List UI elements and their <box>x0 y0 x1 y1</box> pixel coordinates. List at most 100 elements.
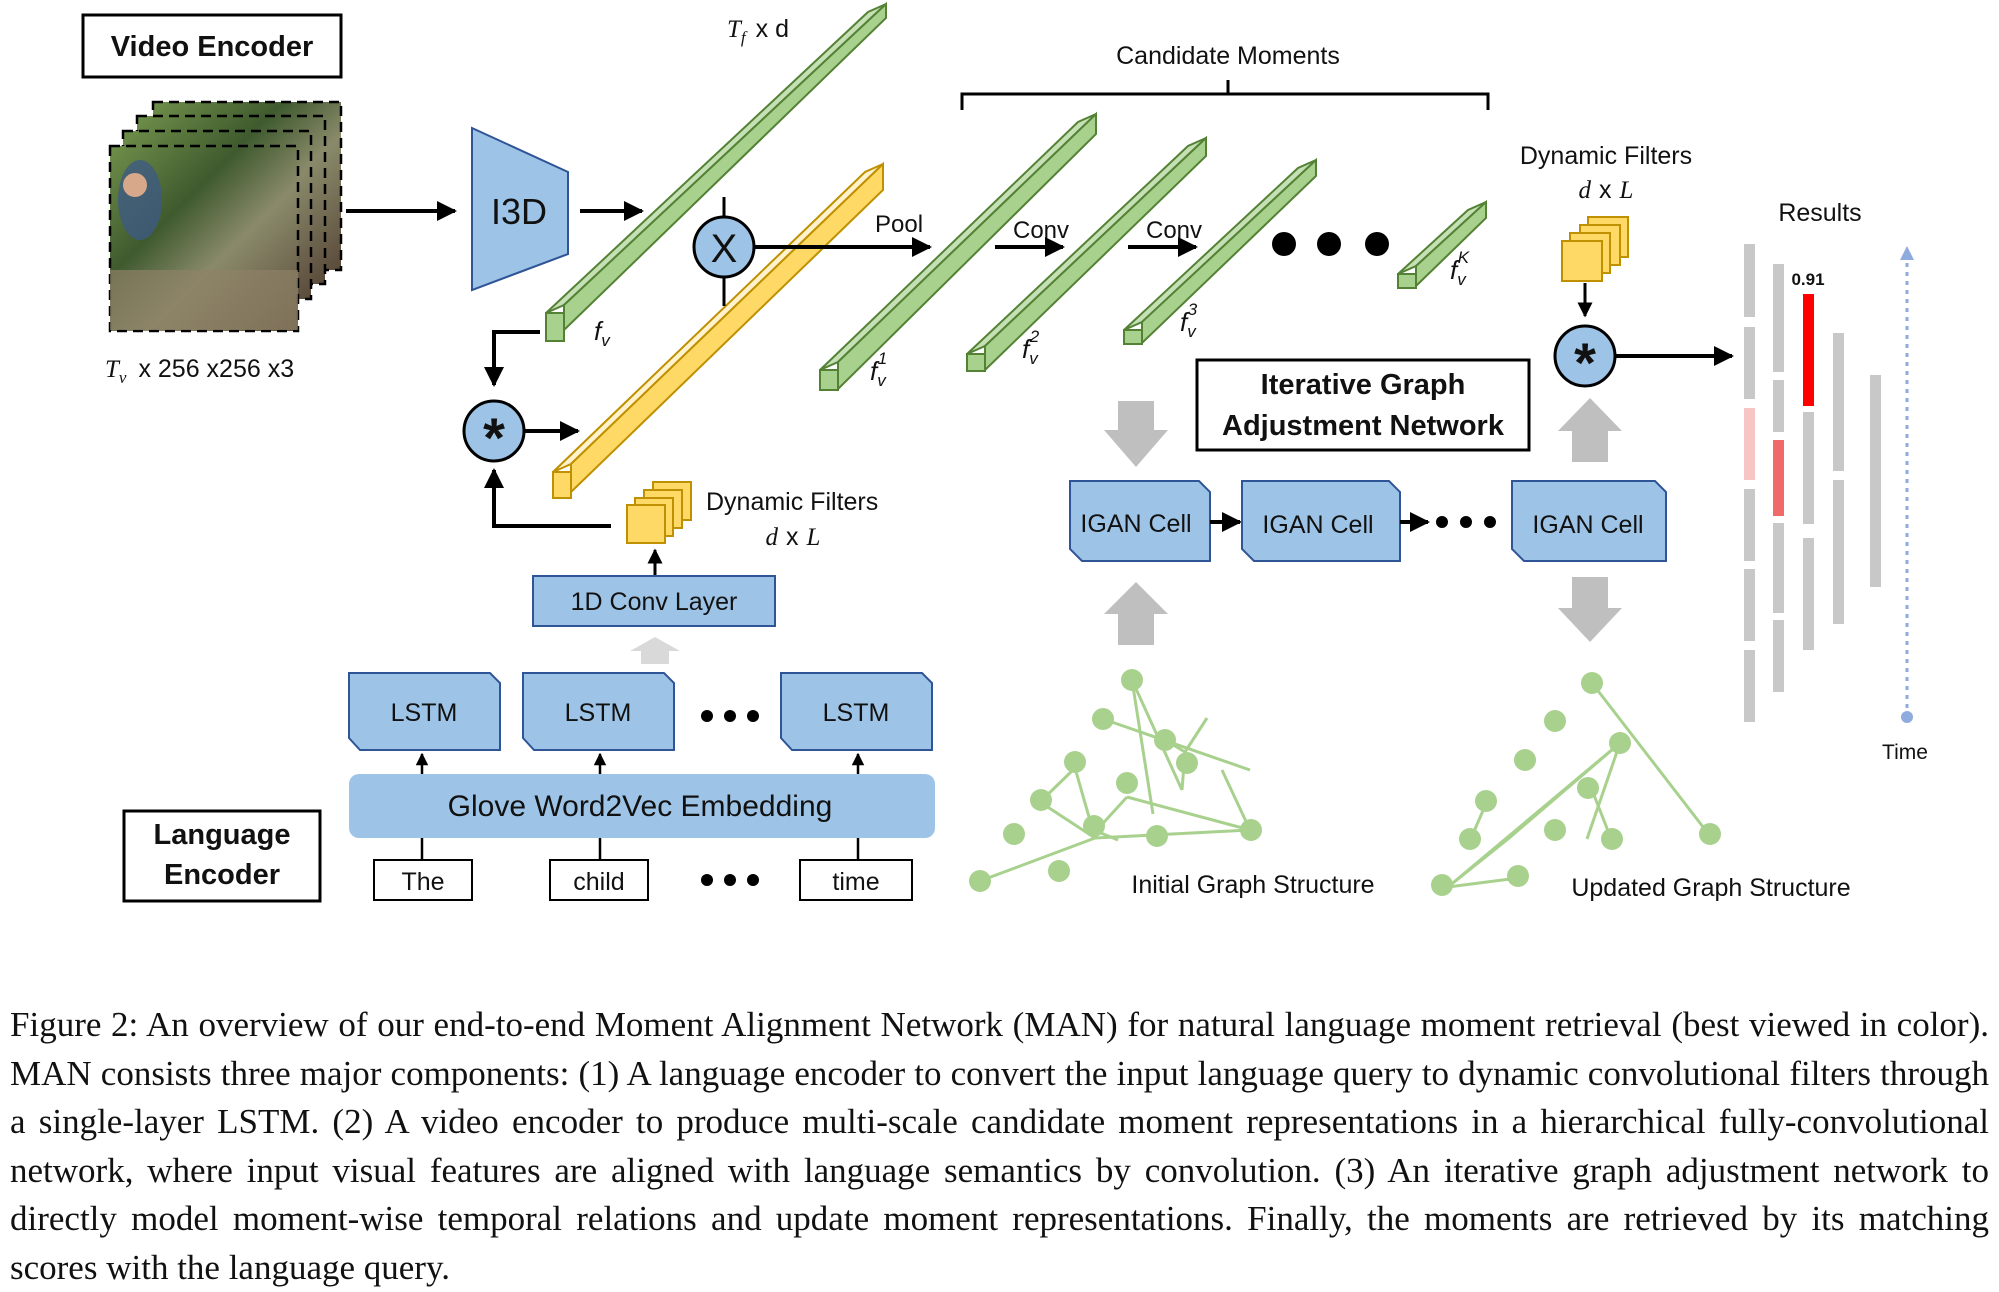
pool-label: Pool <box>875 211 923 238</box>
convolve-symbol-left: * <box>483 406 505 469</box>
input-dims-rest: x 256 x256 x3 <box>138 355 294 383</box>
svg-text:fv2: fv2 <box>1022 327 1040 368</box>
feature-dims-t-sub: f <box>741 28 748 47</box>
feature-dims-t: T <box>727 16 743 43</box>
fv-label: f <box>594 316 604 346</box>
fv-sub: v <box>601 331 611 350</box>
svg-text:fv: fv <box>594 316 611 350</box>
candidate-moments-label: Candidate Moments <box>1116 42 1340 70</box>
candidate-bar-2 <box>966 135 1207 373</box>
convolve-symbol-right: * <box>1574 331 1596 394</box>
video-feature-bar <box>545 1 887 342</box>
i3d-block: I3D <box>471 126 569 292</box>
result-bars <box>1744 244 1881 722</box>
video-frames-stack <box>108 100 343 333</box>
igan-cell-3: IGAN Cell <box>1511 480 1667 562</box>
svg-text:The: The <box>401 868 444 896</box>
svg-text:IGAN Cell: IGAN Cell <box>1532 511 1643 539</box>
embedding-label: Glove Word2Vec Embedding <box>448 790 833 823</box>
igan-title-box: Iterative Graph Adjustment Network <box>1195 358 1531 452</box>
result-bar-mid-red <box>1773 440 1784 516</box>
svg-text:dxL: dxL <box>1579 176 1634 204</box>
fv2-sup: 2 <box>1029 327 1040 346</box>
conv-layer-label: 1D Conv Layer <box>571 588 738 616</box>
lstm-cell-3: LSTM <box>780 672 933 751</box>
updated-graph-nodes <box>1431 672 1721 896</box>
ellipsis-dots-igan <box>1436 516 1496 528</box>
candidate-moments-brace <box>960 80 1490 110</box>
svg-text:fvK: fvK <box>1450 248 1470 289</box>
ellipsis-dots-lstm <box>701 710 759 722</box>
arrow-fv-to-convolve <box>484 330 540 387</box>
svg-text:LSTM: LSTM <box>391 699 458 727</box>
dynamic-filters-right <box>1561 216 1629 282</box>
multiply-symbol: X <box>711 227 738 271</box>
convolve-node-left: * <box>462 399 526 469</box>
candidate-bar-3 <box>1123 157 1317 346</box>
conv-layer-box: 1D Conv Layer <box>532 575 776 627</box>
igan-title-2: Adjustment Network <box>1222 410 1505 442</box>
dynamic-filters-left-label: Dynamic Filters <box>706 488 878 516</box>
svg-text:dxL: dxL <box>766 523 821 551</box>
result-score-label: 0.91 <box>1791 270 1824 289</box>
feature-dims-rest: x d <box>756 15 789 43</box>
time-axis <box>1900 246 1914 723</box>
initial-graph-nodes <box>969 669 1262 892</box>
ellipsis-dots-words <box>701 874 759 886</box>
multiply-node: X <box>692 215 756 279</box>
arrow-filters-to-convolve <box>484 468 611 528</box>
svg-text:fv1: fv1 <box>870 349 887 390</box>
updated-graph-label: Updated Graph Structure <box>1571 874 1850 902</box>
video-encoder-title-box: Video Encoder <box>81 13 343 79</box>
candidate-bar-1 <box>819 111 1097 392</box>
svg-text:time: time <box>832 868 879 896</box>
arrow-igan-to-updated-graph <box>1558 577 1622 642</box>
svg-text:IGAN Cell: IGAN Cell <box>1080 510 1191 538</box>
lstm-cell-1: LSTM <box>348 672 501 751</box>
igan-cell-2: IGAN Cell <box>1241 480 1401 562</box>
svg-text:LSTM: LSTM <box>823 699 890 727</box>
initial-graph <box>979 679 1252 883</box>
language-encoder-title-2: Encoder <box>164 859 280 891</box>
svg-text:Tfx d: Tf x d <box>727 15 789 47</box>
svg-text:IGAN Cell: IGAN Cell <box>1262 511 1373 539</box>
candidate-bar-k <box>1397 199 1487 289</box>
dynamic-filters-right-label: Dynamic Filters <box>1520 142 1692 170</box>
results-title: Results <box>1778 199 1861 227</box>
input-dims-t: T <box>105 356 121 383</box>
fv3-sup: 3 <box>1188 300 1198 319</box>
igan-title-1: Iterative Graph <box>1261 369 1466 401</box>
svg-text:child: child <box>573 868 624 896</box>
ellipsis-dots-moments <box>1272 232 1389 256</box>
conv-label-1: Conv <box>1013 217 1069 244</box>
lstm-cell-2: LSTM <box>522 672 675 751</box>
initial-graph-label: Initial Graph Structure <box>1131 871 1374 899</box>
arrow-igan-to-filters <box>1558 398 1622 462</box>
arrow-graph-to-igan <box>1104 582 1168 645</box>
i3d-label: I3D <box>491 191 547 232</box>
fv1-sup: 1 <box>878 349 887 368</box>
result-bar-top-score <box>1803 294 1814 406</box>
word-box-3: time <box>799 859 913 901</box>
arrow-lstm-to-conv <box>630 637 680 664</box>
arrow-moments-to-igan <box>1104 401 1168 467</box>
convolve-node-right: * <box>1553 324 1617 394</box>
svg-text:Tvx 256 x256 x3: Tv x 256 x256 x3 <box>105 355 294 387</box>
conv-label-2: Conv <box>1146 217 1202 244</box>
figure-caption: Figure 2: An overview of our end-to-end … <box>10 1005 1989 1287</box>
dynamic-filters-left <box>626 481 692 544</box>
language-encoder-title-1: Language <box>154 819 291 851</box>
input-dims-t-sub: v <box>119 368 127 387</box>
svg-text:fv3: fv3 <box>1180 300 1198 341</box>
embedding-bar: Glove Word2Vec Embedding <box>349 774 935 838</box>
word-box-2: child <box>549 859 649 901</box>
language-encoder-title-box: Language Encoder <box>122 809 322 903</box>
time-axis-label: Time <box>1882 741 1928 764</box>
igan-cell-1: IGAN Cell <box>1069 480 1211 562</box>
result-bar-light-red <box>1744 408 1755 480</box>
word-box-1: The <box>373 859 473 901</box>
video-encoder-title: Video Encoder <box>111 31 314 63</box>
fvK-sup: K <box>1458 248 1470 267</box>
svg-text:LSTM: LSTM <box>565 699 632 727</box>
